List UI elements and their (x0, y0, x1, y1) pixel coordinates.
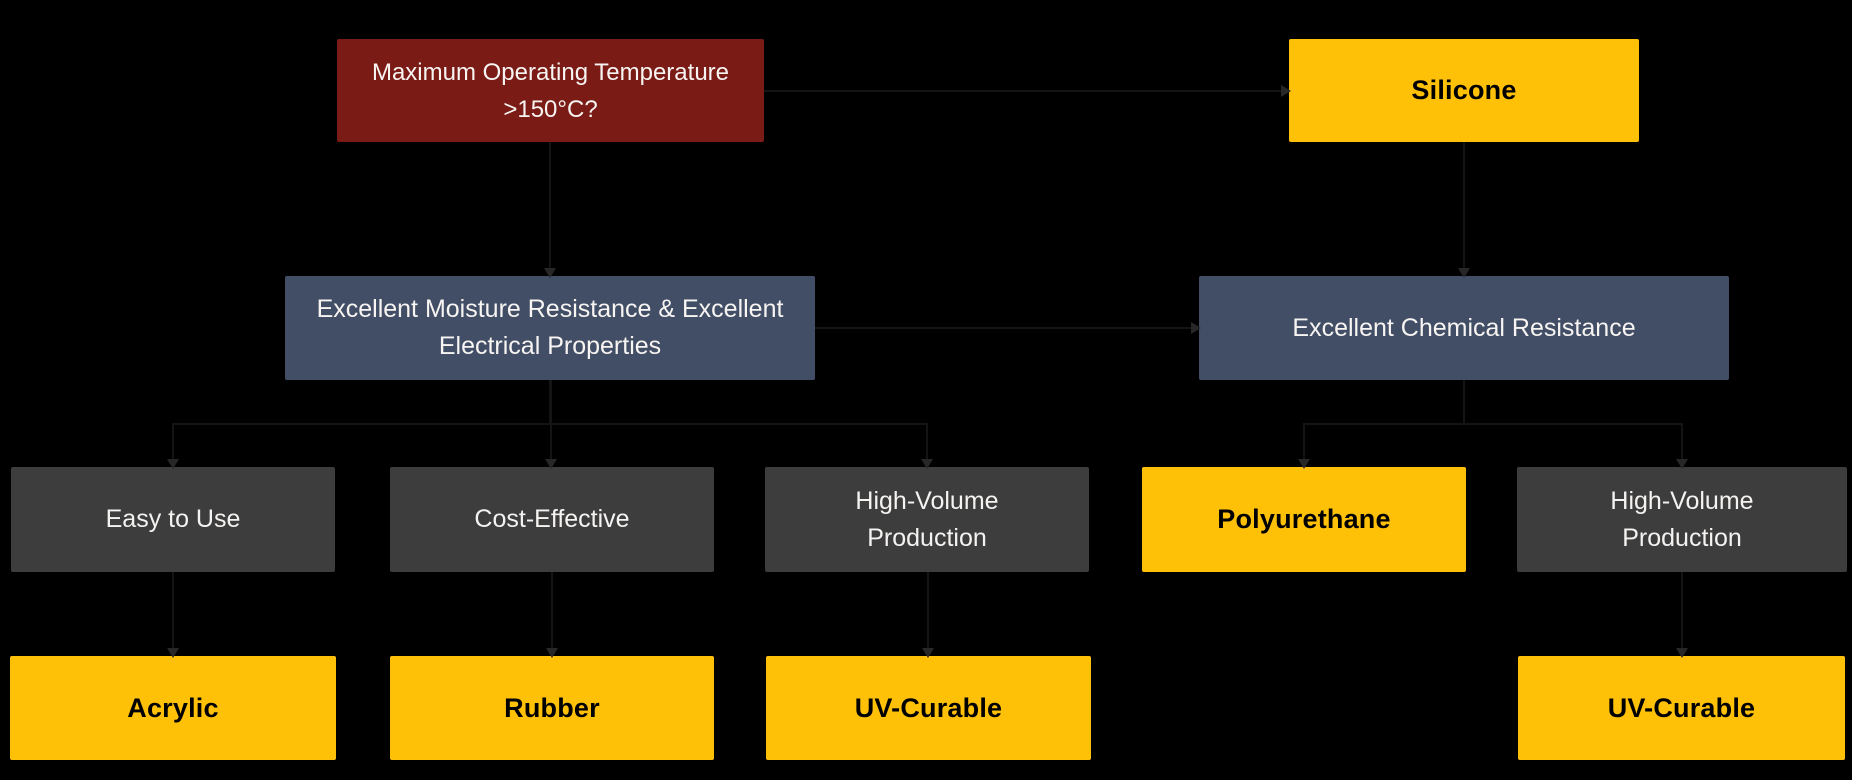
node-moisture-electrical-condition: Excellent Moisture Resistance & Excellen… (285, 276, 815, 380)
node-label: Excellent Chemical Resistance (1292, 313, 1636, 342)
node-label: Easy to Use (105, 505, 241, 533)
node-cost-effective: Cost-Effective (390, 467, 714, 572)
node-label: UV-Curable (1607, 692, 1756, 723)
node-max-operating-temperature-question: Maximum Operating Temperature >150°C? (337, 39, 764, 142)
node-high-volume-production-right: High-Volume Production (1517, 467, 1847, 572)
node-label: Excellent Moisture Resistance & Excellen… (316, 295, 784, 360)
node-label: Acrylic (127, 692, 219, 723)
node-polyurethane: Polyurethane (1142, 467, 1466, 572)
connector-moisture-easy (172, 380, 551, 459)
node-uv-curable-left: UV-Curable (766, 656, 1091, 760)
node-acrylic: Acrylic (10, 656, 336, 760)
node-label: High-Volume Production (1610, 486, 1754, 552)
node-high-volume-production-left: High-Volume Production (765, 467, 1089, 572)
node-label: Polyurethane (1217, 504, 1391, 534)
node-easy-to-use: Easy to Use (11, 467, 335, 572)
node-label: High-Volume Production (855, 486, 999, 552)
node-label: Rubber (504, 692, 600, 723)
node-rubber: Rubber (390, 656, 714, 760)
connector-chemical-polyurethane (1303, 380, 1465, 459)
node-label: UV-Curable (854, 692, 1003, 723)
node-uv-curable-right: UV-Curable (1518, 656, 1845, 760)
node-silicone: Silicone (1289, 39, 1639, 142)
connector-moisture-hvp-left (549, 380, 928, 459)
node-label: Maximum Operating Temperature >150°C? (371, 58, 730, 123)
node-label: Cost-Effective (474, 505, 630, 533)
node-chemical-resistance-condition: Excellent Chemical Resistance (1199, 276, 1729, 380)
node-label: Silicone (1411, 75, 1517, 105)
connector-chemical-hvp-right (1463, 380, 1683, 459)
